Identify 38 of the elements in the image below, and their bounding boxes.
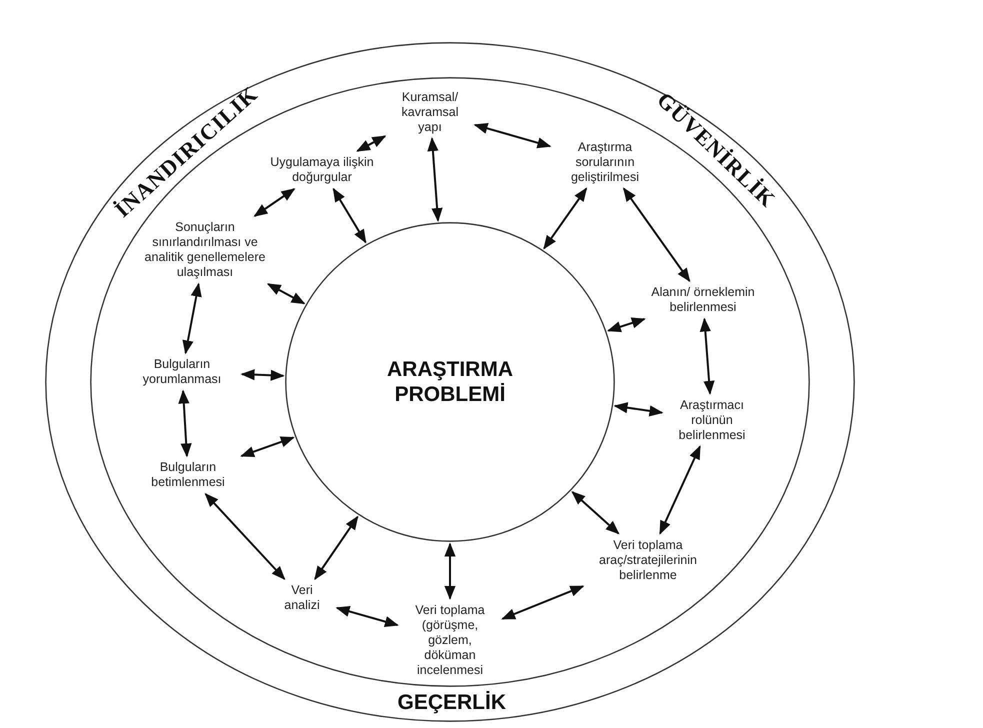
step-label: Bulguların yorumlanması — [127, 357, 237, 387]
step-label: Veri analizi — [272, 583, 332, 613]
double-arrow — [474, 122, 552, 148]
double-arrow — [204, 492, 286, 580]
double-arrow — [444, 542, 456, 600]
double-arrow — [240, 369, 285, 381]
double-arrow — [622, 187, 690, 282]
double-arrow — [571, 491, 620, 534]
center-circle — [285, 222, 615, 542]
double-arrow — [427, 137, 443, 222]
double-arrow — [700, 318, 715, 395]
double-arrow — [332, 188, 366, 244]
double-arrow — [182, 282, 202, 354]
double-arrow — [254, 188, 296, 217]
step-label: Uygulamaya ilişkin doğurgular — [247, 155, 397, 185]
double-arrow — [314, 516, 358, 580]
step-label: Bulguların betimlenmesi — [138, 460, 238, 490]
double-arrow — [543, 187, 588, 250]
step-label: Veri toplama araç/stratejilerinin belirlenme — [588, 538, 708, 582]
center-title: ARAŞTIRMA PROBLEMİ — [386, 357, 514, 407]
double-arrow — [501, 585, 584, 620]
step-label: Kuramsal/ kavramsal yapı — [390, 90, 470, 134]
step-label: Araştırma sorularının geliştirilmesi — [555, 140, 655, 184]
step-label: Veri toplama (görüşme, gözlem, döküman incelenmesi — [402, 602, 498, 678]
double-arrow — [606, 318, 646, 332]
step-label: Sonuçların sınırlandırılması ve analitik genellemelere ulaşılması — [135, 220, 275, 280]
double-arrow — [614, 402, 664, 416]
double-arrow — [356, 135, 386, 152]
double-arrow — [178, 390, 192, 458]
double-arrow — [266, 283, 306, 304]
double-arrow — [336, 606, 399, 628]
middle-circle — [90, 77, 810, 687]
ring-label: GEÇERLİK — [398, 691, 506, 715]
step-label: Alanın/ örneklemin belirlenmesi — [638, 285, 768, 315]
double-arrow — [659, 445, 701, 535]
double-arrow — [240, 436, 295, 458]
step-label: Araştırmacı rolünün belirlenmesi — [667, 398, 757, 442]
outer-ring — [45, 42, 855, 722]
